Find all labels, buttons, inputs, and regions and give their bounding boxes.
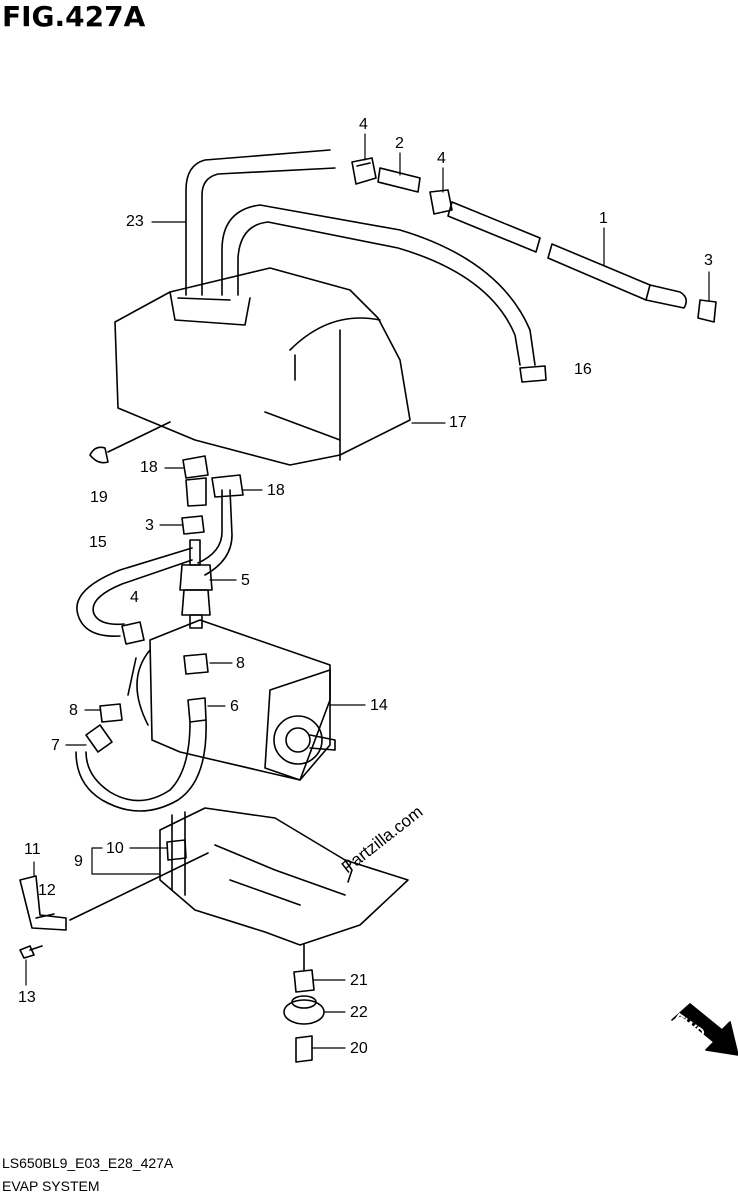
callout-4-mid: 4 [437,150,446,167]
bracket-9 [159,807,409,946]
bolt-20 [295,1035,313,1063]
callout-10: 10 [106,840,124,857]
clip-16 [519,365,547,383]
reference-code: LS650BL9_E03_E28_427A [2,1155,174,1171]
callout-9: 9 [74,853,83,870]
clamp-3-mid [181,515,205,535]
callout-8-upper: 8 [236,655,245,672]
rubber-10 [166,839,187,861]
callout-15: 15 [89,534,107,551]
callout-22: 22 [350,1004,368,1021]
canister-cover-17 [114,267,411,466]
callout-3-mid: 3 [145,517,154,534]
screw-19 [89,421,171,464]
callout-6: 6 [230,698,239,715]
callout-21: 21 [350,972,368,989]
grommet-18-right [211,474,244,498]
fitting-7 [85,724,113,753]
callout-13: 13 [18,989,36,1006]
clamp-4-mid [429,189,453,215]
callout-12: 12 [38,882,56,899]
clamp-8-upper [183,653,209,675]
canister-14 [127,619,336,781]
hose-16 [221,204,536,366]
callout-2: 2 [395,135,404,152]
callout-14: 14 [370,697,388,714]
callout-11: 11 [24,841,41,858]
clamp-4-top [351,157,377,185]
callout-4-top: 4 [359,116,368,133]
hose-2 [377,167,421,193]
callout-16: 16 [574,361,592,378]
callout-18-left: 18 [140,459,158,476]
collar-21 [293,944,315,993]
clamp-8-lower [99,703,123,723]
cushion-22 [283,995,325,1025]
grommet-18-left [182,455,209,507]
callout-5: 5 [241,572,250,589]
callout-4-low: 4 [130,589,139,606]
callout-19: 19 [90,489,108,506]
callout-1: 1 [599,210,608,227]
screw-13 [19,945,43,959]
hose-1 [447,201,688,309]
callout-8-lower: 8 [69,702,78,719]
figure-title: FIG.427A [2,0,146,33]
callout-17: 17 [449,414,467,431]
leader-lines [25,133,710,1049]
fwd-arrow [671,1003,738,1056]
figure-subtitle: EVAP SYSTEM [2,1178,100,1194]
clamp-3-right [697,299,717,323]
callout-7: 7 [51,737,60,754]
hose-6 [75,697,207,812]
callout-3-right: 3 [704,252,713,269]
clamp-11-12 [19,852,209,931]
callout-18-right: 18 [267,482,285,499]
hose-23 [185,149,336,296]
callout-23: 23 [126,213,144,230]
valve-5 [179,539,213,629]
clamp-4-low [121,621,145,645]
callout-20: 20 [350,1040,368,1057]
